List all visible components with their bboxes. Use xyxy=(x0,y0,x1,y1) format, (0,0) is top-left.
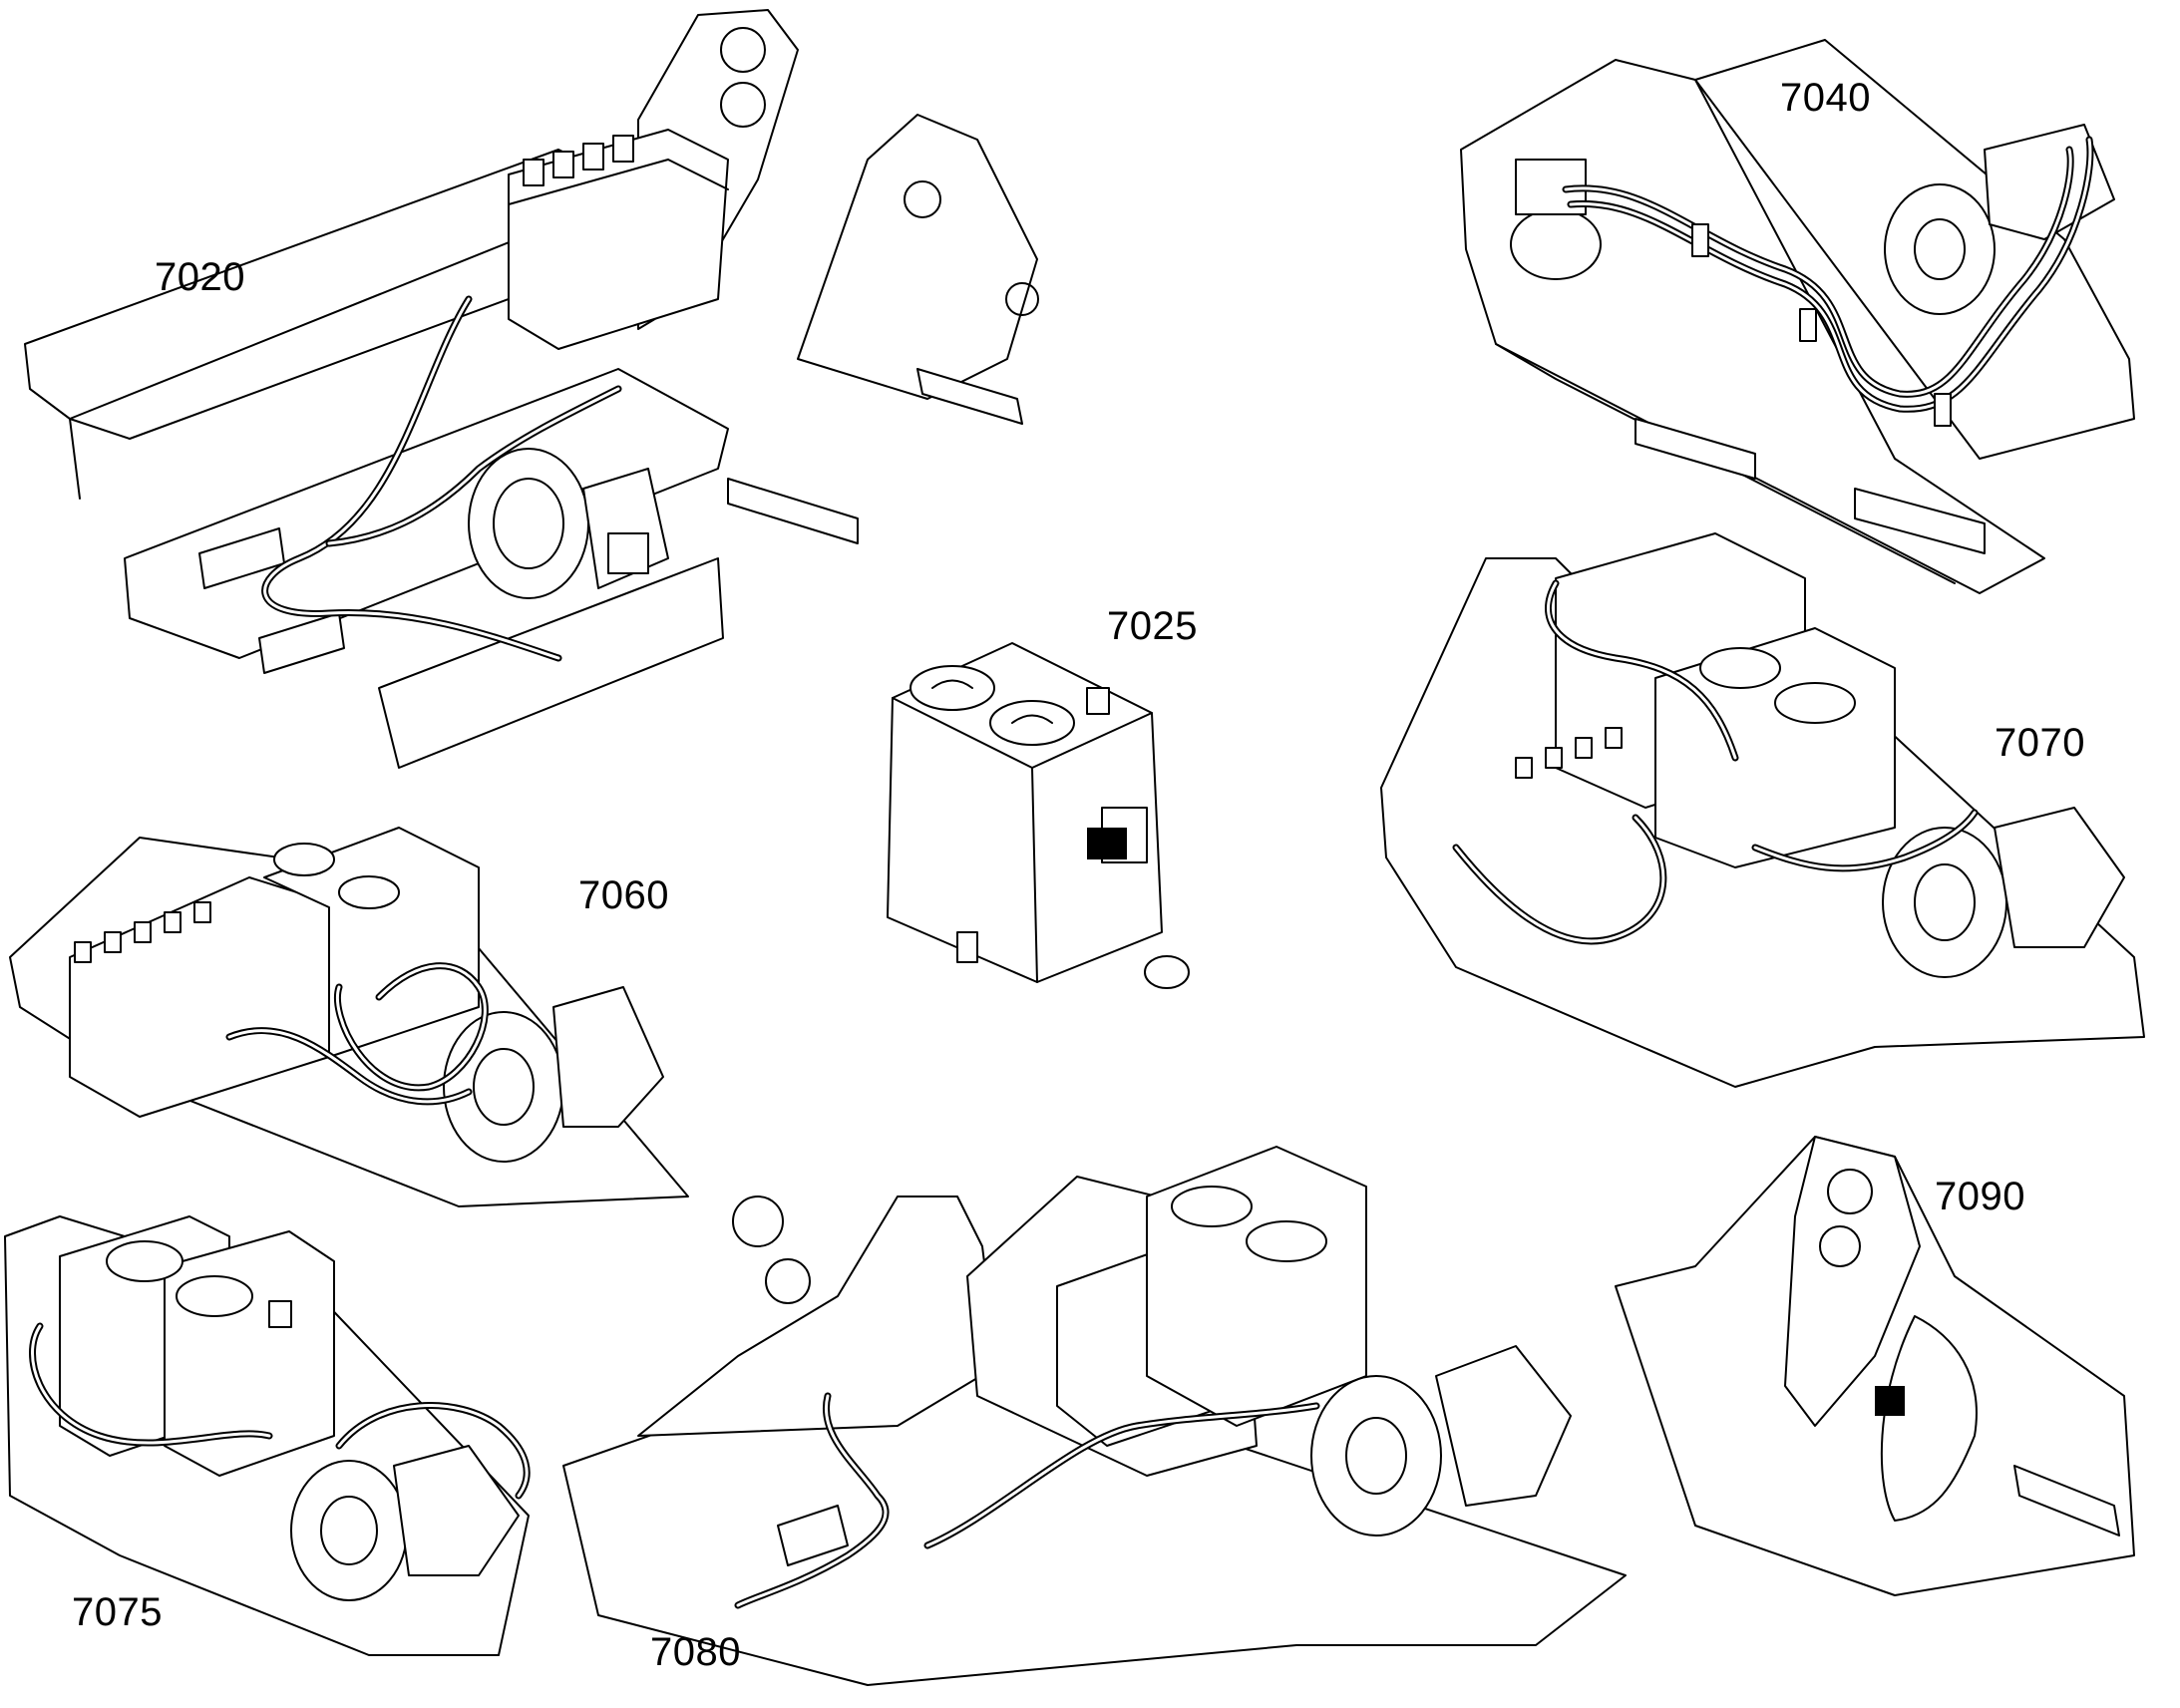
callout-7020[interactable]: 7020 xyxy=(155,255,245,299)
callout-7040[interactable]: 7040 xyxy=(1780,76,1871,120)
assembly-7060-drawing[interactable] xyxy=(9,827,689,1207)
callout-7080[interactable]: 7080 xyxy=(650,1630,741,1674)
callout-7090[interactable]: 7090 xyxy=(1935,1175,2025,1218)
assembly-7020-drawing[interactable] xyxy=(24,9,1039,769)
assembly-7025-drawing[interactable] xyxy=(887,642,1190,989)
assembly-7070-drawing[interactable] xyxy=(1380,532,2145,1088)
callout-7070[interactable]: 7070 xyxy=(1995,721,2085,765)
callout-7075[interactable]: 7075 xyxy=(72,1590,163,1634)
callout-7060[interactable]: 7060 xyxy=(578,873,669,917)
assembly-7090-drawing[interactable] xyxy=(1615,1136,2135,1596)
assembly-7075-drawing[interactable] xyxy=(4,1215,531,1656)
assembly-7080-drawing[interactable] xyxy=(562,1146,1627,1686)
callout-7025[interactable]: 7025 xyxy=(1107,604,1198,648)
assembly-7040-drawing[interactable] xyxy=(1460,39,2135,594)
